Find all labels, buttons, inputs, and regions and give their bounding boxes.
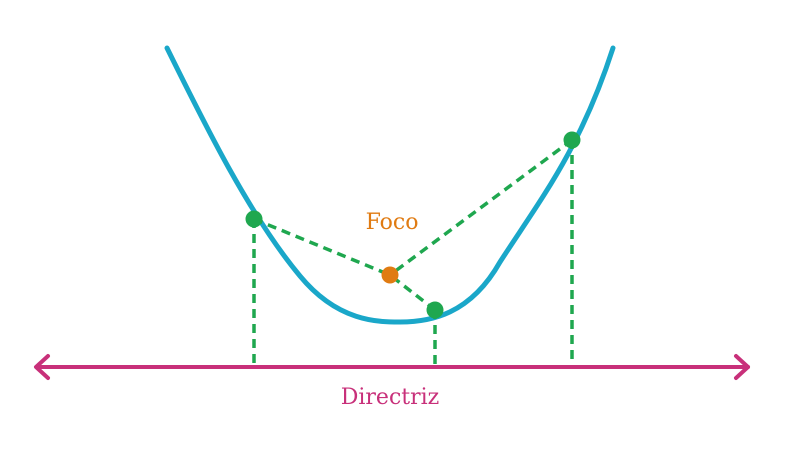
parabola-point-left — [245, 210, 263, 228]
focus-point — [381, 266, 399, 284]
focus-distance-right — [388, 138, 574, 277]
parabola-point-bottom — [426, 301, 444, 319]
directrix-right-arrowhead — [734, 354, 750, 380]
directrix-label: Directriz — [341, 385, 440, 410]
focus-distance-left — [253, 217, 391, 277]
focus-label: Foco — [366, 210, 419, 235]
directrix-left-arrowhead — [34, 354, 50, 380]
focus-distance-bottom — [388, 273, 437, 312]
parabola-curve — [164, 45, 616, 325]
parabola-point-right — [563, 131, 581, 149]
